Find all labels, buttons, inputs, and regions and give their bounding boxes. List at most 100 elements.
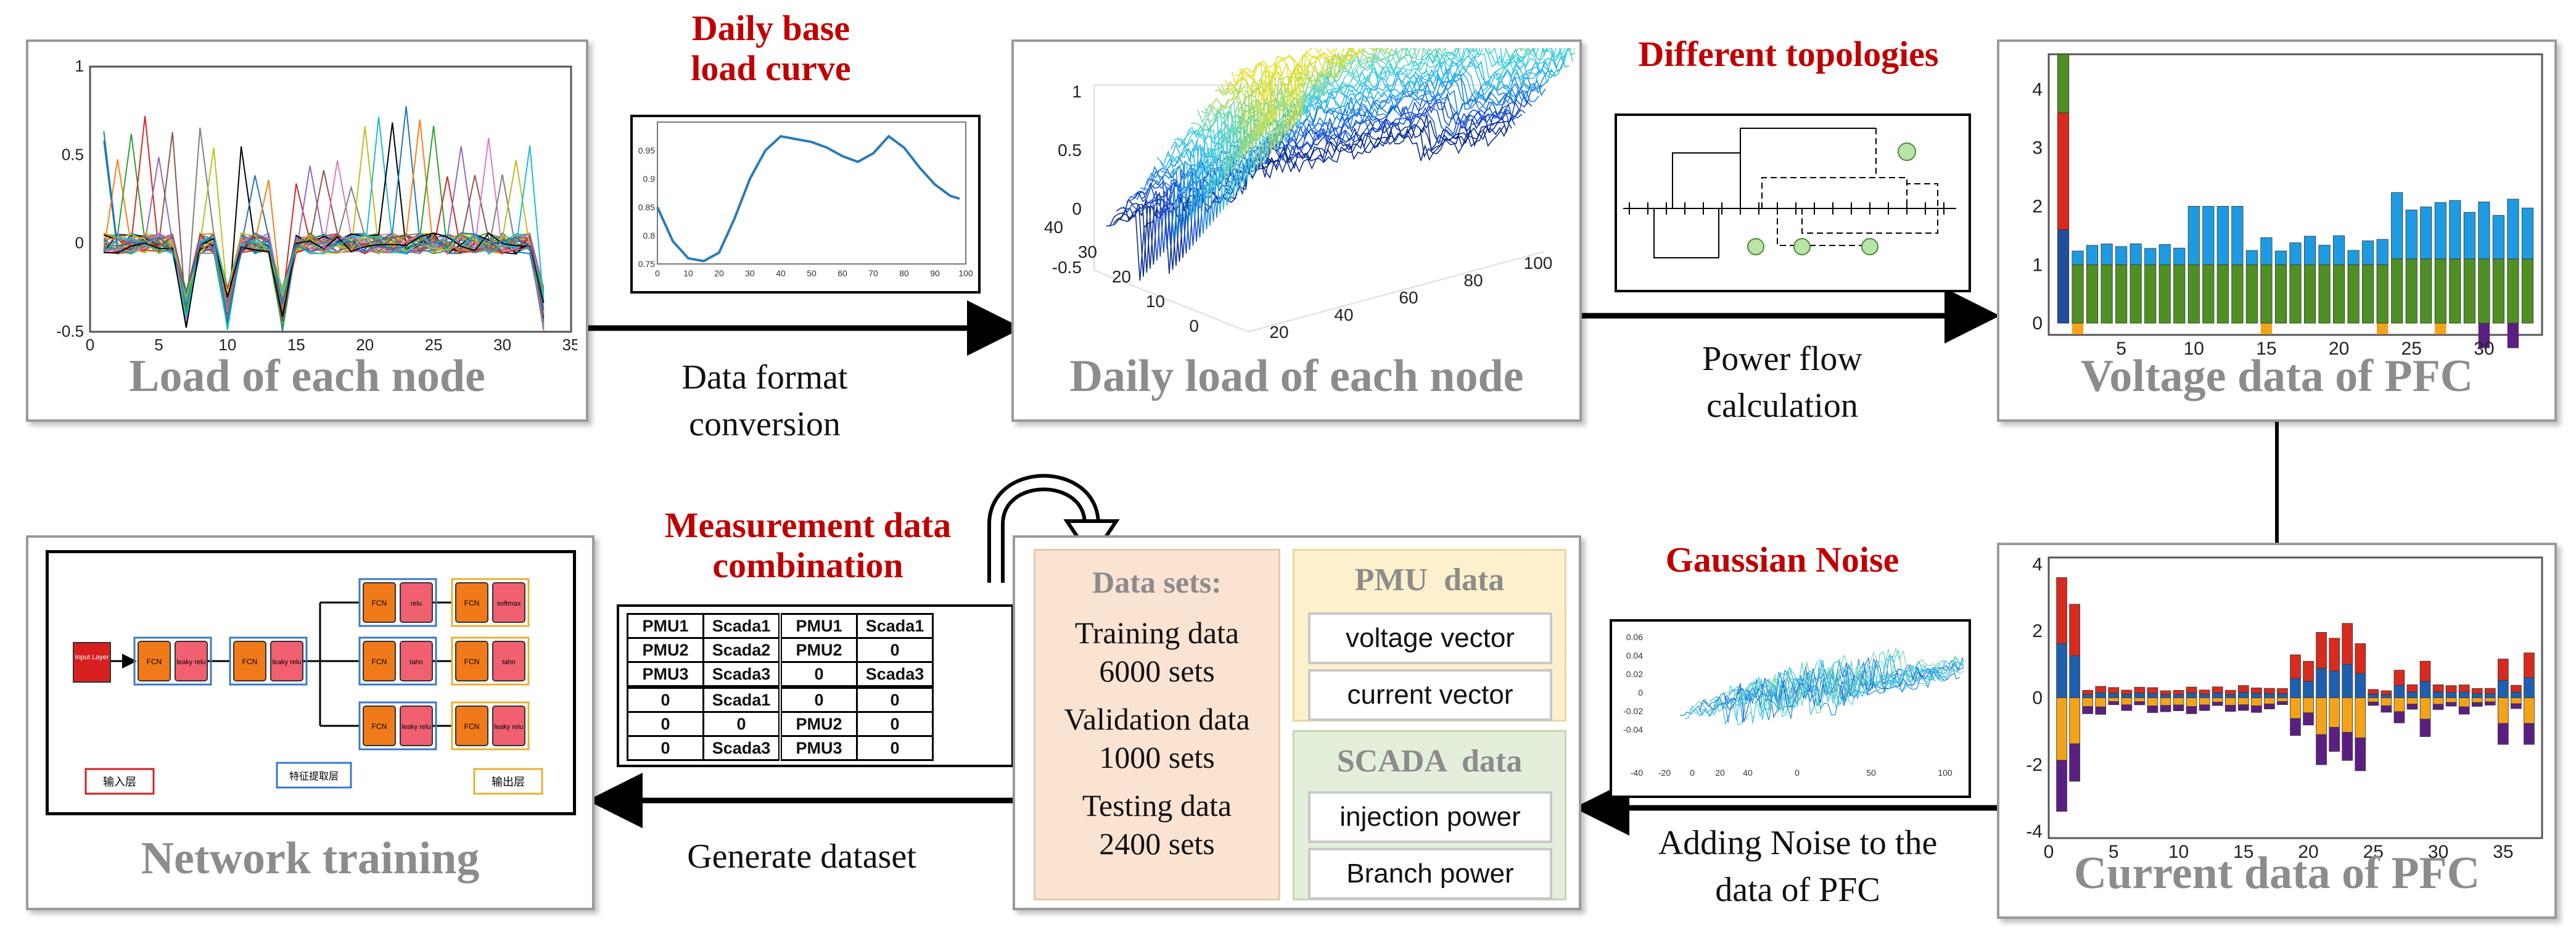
bar bbox=[2434, 258, 2446, 324]
tick-label: 0 bbox=[2032, 313, 2043, 334]
fcn-block bbox=[455, 582, 488, 623]
tick-label: 20 bbox=[714, 268, 724, 278]
bar bbox=[2231, 206, 2244, 265]
tick-label: 25 bbox=[425, 335, 443, 354]
table-cell: 0 bbox=[856, 711, 934, 737]
bar bbox=[2290, 678, 2301, 698]
bar bbox=[2368, 689, 2379, 694]
bar bbox=[2342, 664, 2353, 698]
bar bbox=[2381, 697, 2392, 706]
bar bbox=[2147, 706, 2158, 713]
activation-block bbox=[270, 641, 303, 681]
tick-label: 30 bbox=[1078, 242, 1097, 261]
bar bbox=[2471, 702, 2483, 707]
bar bbox=[2147, 697, 2158, 707]
bar bbox=[2492, 215, 2504, 260]
datasets-box: Data sets: Training data 6000 sets Valid… bbox=[1034, 549, 1280, 900]
pmu-current-vector: current vector bbox=[1308, 669, 1552, 721]
table-cell: Scada1 bbox=[702, 613, 781, 639]
bar bbox=[2101, 244, 2113, 265]
fcn-label: FCN bbox=[464, 657, 480, 666]
bar bbox=[2471, 693, 2483, 698]
tick-label: 2 bbox=[2032, 621, 2043, 641]
testing-label: Testing data bbox=[1082, 788, 1232, 823]
noise-line bbox=[1689, 669, 1946, 726]
bar bbox=[2173, 247, 2186, 265]
tick-label: 10 bbox=[2184, 339, 2204, 356]
bar bbox=[2419, 697, 2431, 720]
noise-line bbox=[1684, 670, 1941, 725]
bar bbox=[2108, 697, 2120, 702]
bar bbox=[2303, 264, 2316, 324]
label-gaussian: Gaussian Noise bbox=[1665, 540, 1899, 580]
bar bbox=[2463, 258, 2475, 324]
tick-label: 20 bbox=[1269, 323, 1288, 342]
bar bbox=[2130, 264, 2142, 324]
fcn-label: FCN bbox=[372, 722, 387, 731]
tick-label: 0 bbox=[1795, 768, 1800, 778]
bar bbox=[2224, 694, 2236, 698]
bar bbox=[2108, 687, 2120, 694]
tick-label: 20 bbox=[2329, 339, 2349, 356]
fcn-block bbox=[363, 641, 396, 681]
bar bbox=[2158, 264, 2171, 324]
legend-output: 输出层 bbox=[492, 776, 525, 788]
pmu-voltage-vector: voltage vector bbox=[1308, 612, 1552, 664]
bar bbox=[2057, 229, 2070, 324]
bar bbox=[2329, 726, 2340, 752]
bar bbox=[2173, 694, 2184, 698]
tick-label: 0 bbox=[655, 268, 660, 278]
bar bbox=[2082, 706, 2093, 714]
bar bbox=[2498, 659, 2509, 681]
activation-label: tahn bbox=[409, 659, 422, 666]
bar bbox=[2329, 697, 2340, 728]
bar bbox=[2420, 207, 2432, 260]
fcn-label: FCN bbox=[147, 657, 162, 666]
bar bbox=[2237, 685, 2249, 693]
layer-frame bbox=[358, 636, 437, 686]
bar bbox=[2290, 697, 2301, 719]
pmu-title: PMU data bbox=[1354, 562, 1505, 598]
tick-label: 40 bbox=[1334, 305, 1353, 324]
table-cell: 0 bbox=[627, 711, 704, 737]
tick-label: 0 bbox=[1690, 768, 1695, 778]
bar bbox=[2406, 697, 2418, 705]
bar bbox=[2130, 243, 2142, 265]
bar bbox=[2216, 264, 2229, 324]
table-cell: Scada1 bbox=[702, 687, 781, 713]
bar bbox=[2160, 694, 2171, 698]
panel-title: Daily load of each node bbox=[1069, 351, 1524, 401]
bar bbox=[2347, 250, 2360, 265]
bar bbox=[2376, 264, 2389, 324]
fcn-label: FCN bbox=[464, 722, 480, 731]
bar bbox=[2362, 264, 2374, 324]
bar bbox=[2056, 643, 2067, 698]
bar bbox=[2368, 693, 2379, 698]
bar bbox=[2376, 239, 2389, 265]
bar bbox=[2121, 689, 2133, 695]
tick-label: 2 bbox=[2032, 196, 2043, 216]
bar bbox=[2072, 250, 2084, 265]
table-cell: 0 bbox=[627, 735, 704, 761]
bar bbox=[2260, 237, 2273, 265]
tick-label: -40 bbox=[1631, 768, 1643, 778]
activation-label: softmax bbox=[497, 600, 521, 607]
validation-count: 1000 sets bbox=[1099, 740, 1215, 775]
tick-label: 80 bbox=[899, 268, 909, 278]
diagram-topology bbox=[1615, 113, 1971, 292]
table-cell: Scada2 bbox=[702, 637, 781, 663]
tick-label: 0.5 bbox=[1058, 141, 1082, 160]
fcn-label: FCN bbox=[372, 599, 387, 607]
table-cell: PMU2 bbox=[778, 637, 858, 663]
activation-label: relu bbox=[411, 600, 422, 607]
bar bbox=[2498, 680, 2509, 698]
bar bbox=[2108, 693, 2120, 698]
tick-label: 1 bbox=[75, 57, 84, 75]
bar bbox=[2507, 199, 2519, 260]
bar bbox=[2458, 691, 2470, 698]
bar bbox=[2342, 697, 2353, 733]
bar bbox=[2199, 689, 2210, 695]
